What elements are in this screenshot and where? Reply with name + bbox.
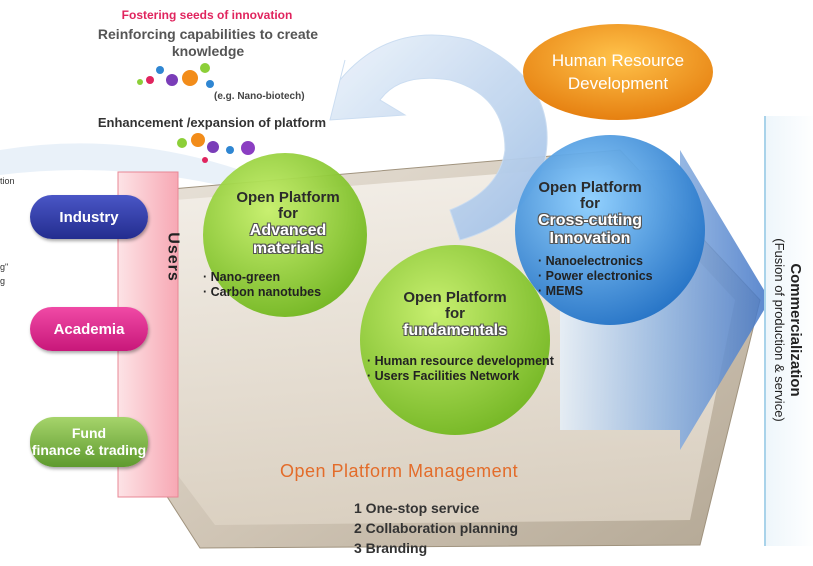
fund-pill: Fund finance & trading [30, 417, 148, 467]
left-fragment-1: tion [0, 176, 15, 186]
platform-item: · Human resource development [367, 354, 554, 368]
platform-cross-cutting: Open Platform for Cross-cutting Innovati… [510, 180, 670, 299]
platform-advanced-materials: Open Platform for Advanced materials · N… [203, 189, 363, 300]
platform-fundamentals: Open Platform for fundamentals · Human r… [365, 289, 554, 384]
platform-title: Open Platform for [236, 189, 340, 222]
management-steps: 1 One-stop service 2 Collaboration plann… [354, 498, 518, 558]
platform-item: · MEMS [538, 284, 584, 298]
management-step: 1 One-stop service [354, 500, 480, 516]
platform-subtitle: Advanced materials [249, 222, 327, 257]
management-title: Open Platform Management [280, 461, 519, 481]
platform-item: · Nano-green [203, 270, 281, 284]
nano-biotech-text: (e.g. Nano-biotech) [214, 91, 305, 102]
platform-subtitle: Cross-cutting Innovation [538, 212, 642, 247]
management-step: 3 Branding [354, 540, 428, 556]
management-step: 2 Collaboration planning [354, 520, 519, 536]
platform-title: Open Platform for [538, 179, 642, 212]
commercialization-box [764, 116, 813, 546]
platform-title: Open Platform for [403, 289, 507, 322]
left-fragment-2: g" [0, 262, 9, 272]
academia-pill: Academia [30, 307, 148, 351]
platform-item: · Nanoelectronics [538, 254, 643, 268]
commercialization-title: Commercialization [787, 263, 804, 397]
commercialization-subtitle: (Fusion of production & service) [772, 238, 787, 422]
fostering-text: Fostering seeds of innovation [121, 8, 293, 22]
enhancement-text: Enhancement /expansion of platform [97, 115, 327, 130]
human-resource-development: Human Resource Development [551, 51, 685, 93]
users-label: Users [164, 232, 182, 282]
molecules-icon [137, 63, 255, 163]
platform-item: · Users Facilities Network [367, 369, 520, 383]
commercialization-label: Commercialization (Fusion of production … [772, 238, 804, 422]
platform-item: · Carbon nanotubes [203, 285, 322, 299]
industry-pill: Industry [30, 195, 148, 239]
platform-subtitle: fundamentals [402, 322, 507, 339]
reinforcing-text: Reinforcing capabilities to create knowl… [97, 26, 319, 59]
left-fragment-3: g [0, 276, 6, 286]
platform-item: · Power electronics [538, 269, 653, 283]
